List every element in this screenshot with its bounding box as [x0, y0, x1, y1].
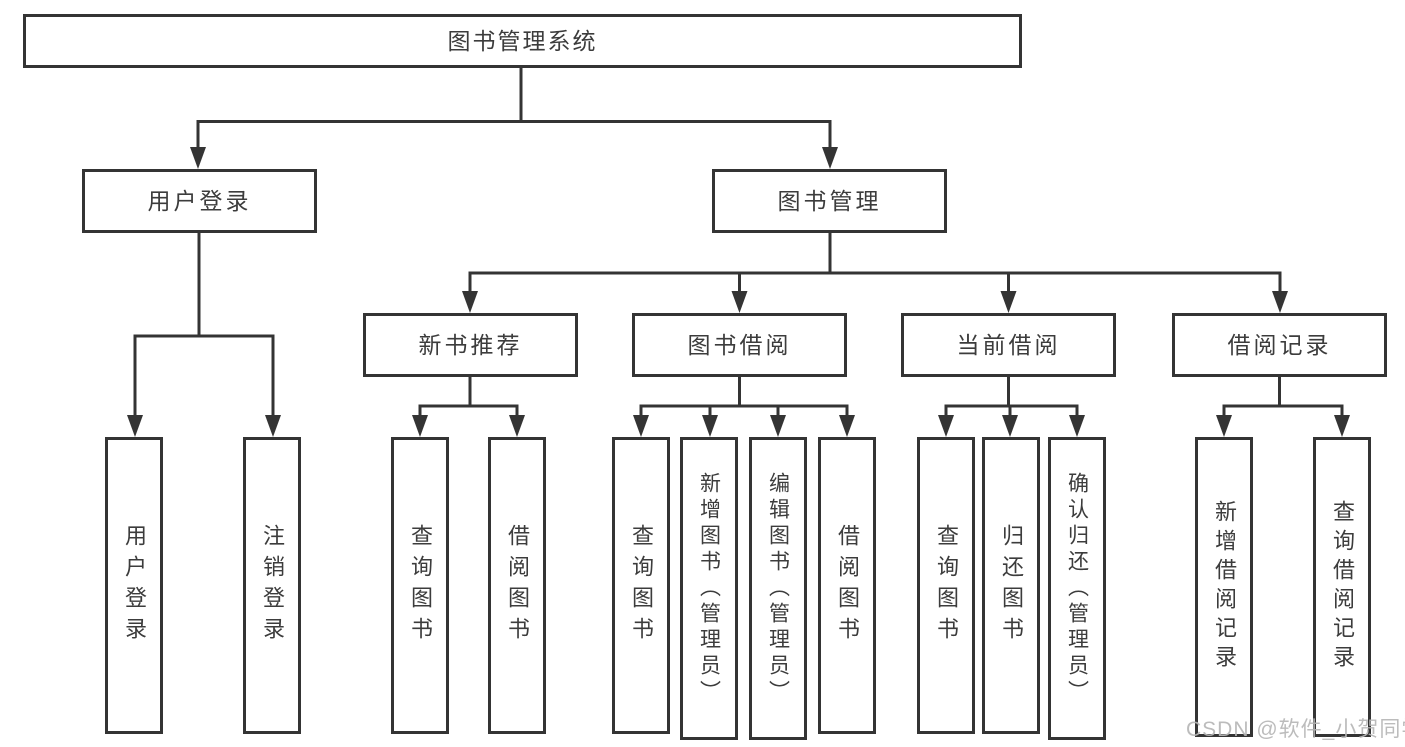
- leaf-edit-books-admin-label: 编辑图书（管理员）: [766, 471, 790, 706]
- leaf-query-borrow-record-label: 查询借阅记录: [1330, 500, 1355, 674]
- leaf-query-borrow-record: 查询借阅记录: [1313, 437, 1371, 737]
- watermark-text: CSDN @软件_小贺同学: [1186, 718, 1405, 741]
- leaf-borrow-books-borrowing-label: 借阅图书: [835, 523, 860, 648]
- node-book-management-label: 图书管理: [777, 187, 882, 214]
- node-current-borrowing: 当前借阅: [901, 313, 1116, 377]
- leaf-user-login-label: 用户登录: [122, 523, 147, 648]
- leaf-borrow-books-recommend-label: 借阅图书: [505, 523, 530, 648]
- node-new-book-recommend: 新书推荐: [363, 313, 578, 377]
- node-user-login: 用户登录: [82, 169, 317, 233]
- leaf-user-login: 用户登录: [105, 437, 163, 734]
- node-new-book-recommend-label: 新书推荐: [418, 331, 523, 358]
- leaf-logout-login: 注销登录: [243, 437, 301, 734]
- leaf-borrow-books-borrowing: 借阅图书: [818, 437, 876, 734]
- leaf-confirm-return-admin-label: 确认归还（管理员）: [1065, 471, 1089, 706]
- leaf-query-books-borrowing: 查询图书: [612, 437, 670, 734]
- node-book-borrowing: 图书借阅: [632, 313, 847, 377]
- node-book-borrowing-label: 图书借阅: [687, 331, 792, 358]
- leaf-query-books-current: 查询图书: [917, 437, 975, 734]
- node-library-system-label: 图书管理系统: [447, 27, 598, 54]
- leaf-edit-books-admin: 编辑图书（管理员）: [749, 437, 807, 740]
- leaf-return-books-label: 归还图书: [999, 523, 1024, 648]
- leaf-add-books-admin-label: 新增图书（管理员）: [697, 471, 721, 706]
- leaf-add-borrow-record: 新增借阅记录: [1195, 437, 1253, 737]
- node-current-borrowing-label: 当前借阅: [956, 331, 1061, 358]
- leaf-query-books-borrowing-label: 查询图书: [629, 523, 654, 648]
- node-borrowing-records-label: 借阅记录: [1227, 331, 1332, 358]
- leaf-logout-login-label: 注销登录: [260, 523, 285, 648]
- leaf-query-books-recommend: 查询图书: [391, 437, 449, 734]
- node-book-management: 图书管理: [712, 169, 947, 233]
- leaf-query-books-current-label: 查询图书: [934, 523, 959, 648]
- leaf-add-books-admin: 新增图书（管理员）: [680, 437, 738, 740]
- node-library-system: 图书管理系统: [23, 14, 1022, 68]
- leaf-query-books-recommend-label: 查询图书: [408, 523, 433, 648]
- leaf-confirm-return-admin: 确认归还（管理员）: [1048, 437, 1106, 740]
- leaf-return-books: 归还图书: [982, 437, 1040, 734]
- node-user-login-label: 用户登录: [147, 187, 252, 214]
- leaf-add-borrow-record-label: 新增借阅记录: [1212, 500, 1237, 674]
- node-borrowing-records: 借阅记录: [1172, 313, 1387, 377]
- leaf-borrow-books-recommend: 借阅图书: [488, 437, 546, 734]
